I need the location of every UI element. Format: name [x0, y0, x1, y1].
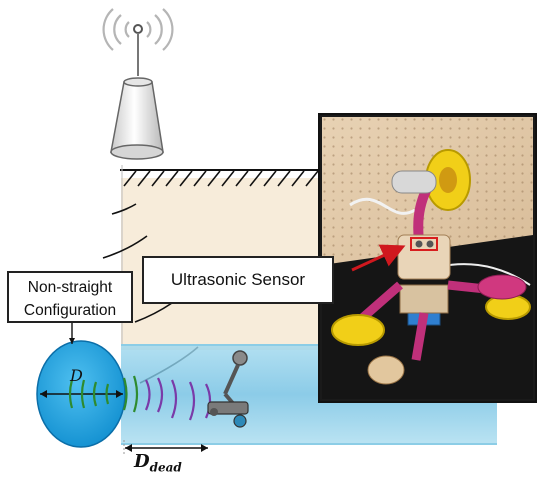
config-line-2: Configuration	[23, 302, 117, 319]
antenna-tip	[133, 24, 143, 34]
dead-zone-label: Ddead	[134, 451, 182, 475]
sensor-pointer-arrow	[351, 244, 406, 272]
ground-hatching	[123, 170, 319, 187]
config-line-1: Non-straight	[27, 279, 113, 296]
ultrasonic-sensor-callout: Ultrasonic Sensor	[142, 256, 334, 304]
photo-frame	[318, 113, 537, 403]
dead-zone-symbol: D	[134, 451, 150, 472]
diameter-label: D	[70, 366, 83, 385]
robot-photo	[320, 115, 535, 401]
base-station-icon	[110, 77, 164, 160]
dead-zone-subscript: dead	[149, 460, 182, 475]
sonar-waves	[68, 375, 212, 421]
configuration-callout: Non-straight Configuration	[7, 271, 133, 323]
robot-icon	[207, 350, 249, 428]
ultrasonic-sensor-label: Ultrasonic Sensor	[170, 270, 306, 289]
